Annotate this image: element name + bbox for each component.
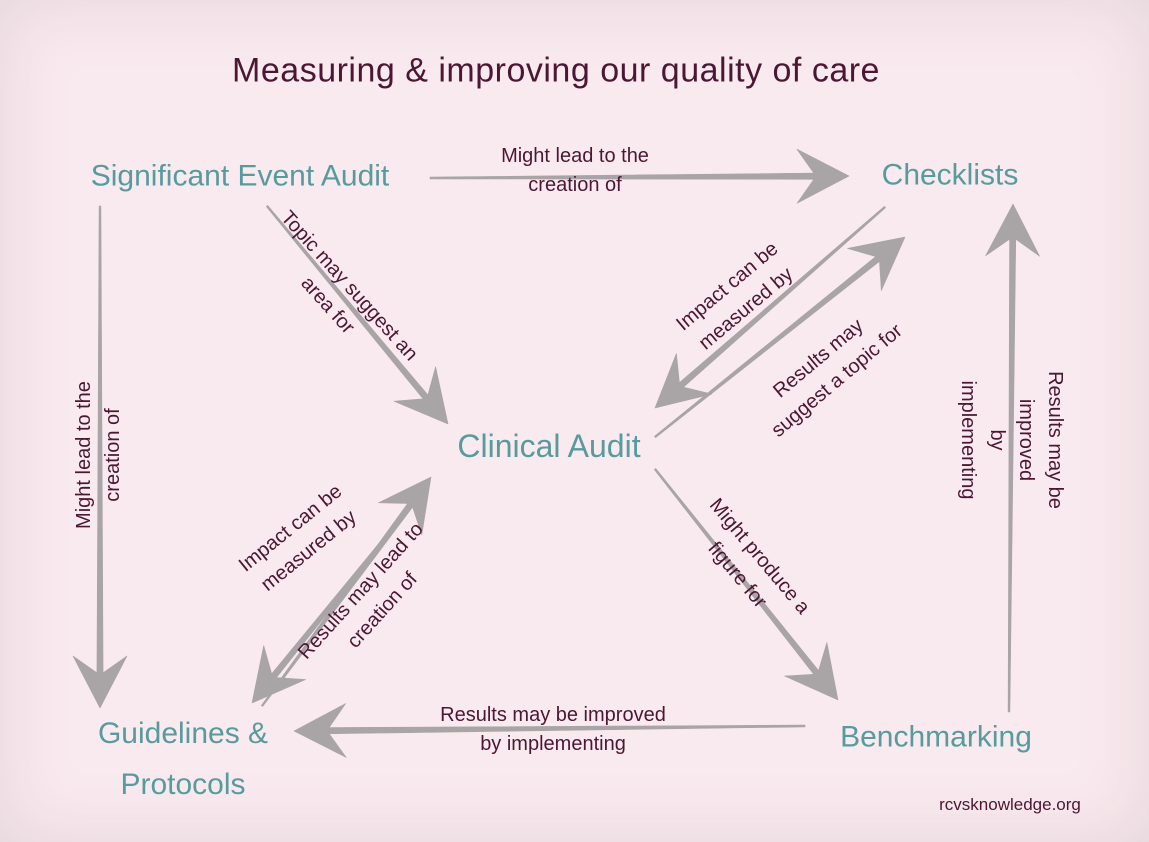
arrow-benchmarking-to-checklists (985, 203, 1040, 713)
node-checklists: Checklists (881, 158, 1019, 192)
arrow-checklists-to-clinical (654, 206, 886, 409)
page-title: Measuring & improving our quality of car… (232, 51, 880, 90)
arrow-clinical-to-checklists (654, 236, 906, 439)
node-benchmarking: Benchmarking (840, 720, 1032, 754)
node-guidelines-protocols: Guidelines & Protocols (97, 717, 269, 801)
arrow-clinical-to-guidelines (251, 489, 426, 704)
edge-label-sea-to-checklists: Might lead to the creation of (501, 145, 649, 196)
arrow-benchmarking-to-guidelines (293, 703, 806, 758)
footer-link: rcvsknowledge.org (939, 795, 1081, 814)
edge-label-benchmarking-to-checklists: Results may be improved by implementing (957, 371, 1066, 509)
arrow-clinical-to-benchmarking (653, 468, 839, 701)
arrow-sea-to-clinical (265, 205, 449, 425)
node-clinical-audit: Clinical Audit (457, 427, 641, 464)
edge-label-benchmarking-to-guidelines: Results may be improved by implementing (440, 704, 666, 755)
arrow-sea-to-guidelines (72, 205, 128, 709)
edge-label-sea-to-guidelines: Might lead to the creation of (73, 381, 124, 529)
arrow-guidelines-to-clinical (260, 476, 432, 707)
arrow-sea-to-checklists (429, 148, 850, 204)
node-significant-event-audit: Significant Event Audit (90, 159, 390, 193)
